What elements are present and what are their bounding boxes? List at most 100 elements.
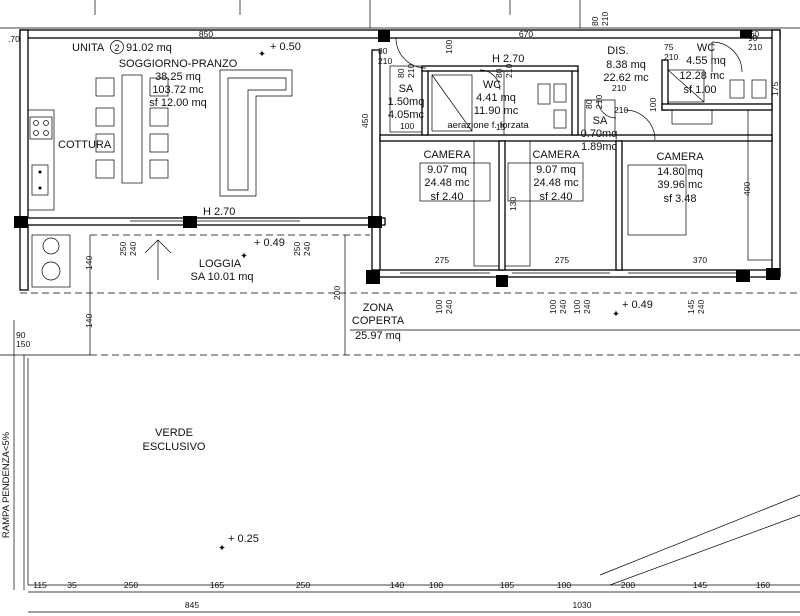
door-camera3	[624, 109, 656, 141]
dim-80-ctx: 80	[590, 16, 600, 26]
door-wc1	[479, 69, 501, 91]
wc1-box	[427, 70, 573, 136]
sa2-name: SA	[593, 115, 608, 127]
covered-zone	[0, 234, 800, 356]
door-entry	[395, 37, 427, 69]
dim-210-right: 210	[748, 42, 762, 52]
dim-210-top: 210	[378, 56, 392, 66]
camera1-area: 9.07 mq	[427, 164, 467, 176]
rampa-label: RAMPA PENDENZA<5%	[1, 431, 12, 538]
dim-bottom: 165	[210, 580, 224, 590]
windows	[130, 220, 736, 274]
wall-loggia-left	[19, 224, 29, 291]
garden-curve	[609, 514, 800, 586]
dim-850: 850	[199, 29, 213, 39]
dim-70: .70	[8, 34, 20, 44]
kitchen	[27, 109, 55, 211]
dryer	[41, 261, 61, 281]
doors	[395, 37, 743, 141]
level-mark: ✦	[612, 309, 620, 320]
dim-275a: 275	[435, 255, 449, 265]
dim-200: 200	[332, 286, 342, 300]
door-wc2	[711, 41, 743, 73]
column	[378, 30, 390, 42]
dis-volume: 22.62 mc	[603, 72, 649, 84]
arrow-up	[144, 239, 172, 280]
soggiorno-area: 38.25 mq	[155, 71, 201, 83]
dim-250: 250	[118, 242, 128, 256]
wc1-area: 4.41 mq	[476, 92, 516, 104]
dim-275b: 275	[555, 255, 569, 265]
camera3-area: 14.80 mq	[657, 166, 703, 178]
sink-drain	[38, 186, 42, 190]
dim-total: 1030	[573, 600, 592, 610]
dim-240c: 240	[444, 300, 454, 314]
toilet-wc2	[729, 79, 745, 99]
dining-table	[95, 74, 169, 184]
wardrobe-camera3	[747, 109, 773, 261]
dim-90-ramp: 90	[16, 330, 26, 340]
wc1-name: WC	[483, 79, 501, 91]
dim-130: 130	[508, 197, 518, 211]
bidet	[553, 109, 567, 129]
dim-210-sa2: 210	[594, 95, 604, 109]
wall-left	[19, 29, 29, 229]
chair	[95, 107, 115, 127]
wall-top	[19, 29, 781, 39]
kitchen-counter	[27, 109, 55, 211]
dim-bottom: 160	[756, 580, 770, 590]
zona-name2: COPERTA	[352, 315, 405, 327]
shower-diag	[431, 74, 473, 132]
camera1-sf: sf 2.40	[430, 191, 463, 203]
zona-area: 25.97 mq	[355, 330, 401, 342]
dim-100-sa: 100	[400, 121, 414, 131]
soggiorno-volume: 103.72 mc	[152, 84, 204, 96]
garden-edge	[27, 358, 800, 586]
bed-1	[419, 162, 491, 202]
wall-bed-div1	[498, 140, 506, 271]
wc2-name: WC	[697, 42, 715, 54]
dim-bottom: 250	[124, 580, 138, 590]
ramp	[13, 320, 25, 590]
dim-100-dis: 100	[648, 98, 658, 112]
level-049b: + 0.49	[622, 299, 653, 311]
dim-bottom: 200	[621, 580, 635, 590]
double-bed	[627, 164, 687, 236]
chair	[149, 77, 169, 97]
camera2-name: CAMERA	[532, 149, 580, 161]
column	[368, 216, 382, 228]
sofa	[219, 69, 293, 197]
camera2-sf: sf 2.40	[539, 191, 572, 203]
camera2-area: 9.07 mq	[536, 164, 576, 176]
sa1-area: 1.50mq	[388, 96, 425, 108]
dis-name: DIS.	[607, 45, 628, 57]
dim-bottom: 145	[693, 580, 707, 590]
wc2-volume: 12.28 mc	[679, 70, 725, 82]
dim-bottom: 35	[67, 580, 77, 590]
bed-2	[507, 162, 584, 202]
column	[183, 216, 197, 228]
wall-wc2-left	[661, 59, 669, 111]
sa2-volume: 1.89mc	[581, 141, 618, 153]
dim-bottom: 100	[429, 580, 443, 590]
dim-140a: 140	[84, 256, 94, 270]
hob	[29, 116, 53, 140]
wall-bed-div2	[615, 140, 623, 271]
wc2-sf: sf 1.00	[683, 84, 716, 96]
camera1-volume: 24.48 mc	[424, 177, 470, 189]
loggia-area: SA 10.01 mq	[191, 271, 254, 283]
unit-name: UNITA	[72, 42, 105, 54]
wall-wc2-bottom	[661, 103, 773, 111]
dim-bottom: 115	[33, 580, 47, 590]
wc1-note: aerazione f. forzata	[447, 120, 529, 131]
bath-fixtures	[389, 65, 767, 136]
dim-450: 450	[360, 114, 370, 128]
unit-area: 91.02 mq	[126, 42, 172, 54]
loggia-fixtures	[31, 234, 172, 288]
column	[496, 275, 508, 287]
wall-bedroom-top	[379, 134, 773, 142]
level-mark: ✦	[218, 543, 226, 554]
dim-210-ctx: 210	[600, 12, 610, 26]
burner	[43, 130, 49, 136]
